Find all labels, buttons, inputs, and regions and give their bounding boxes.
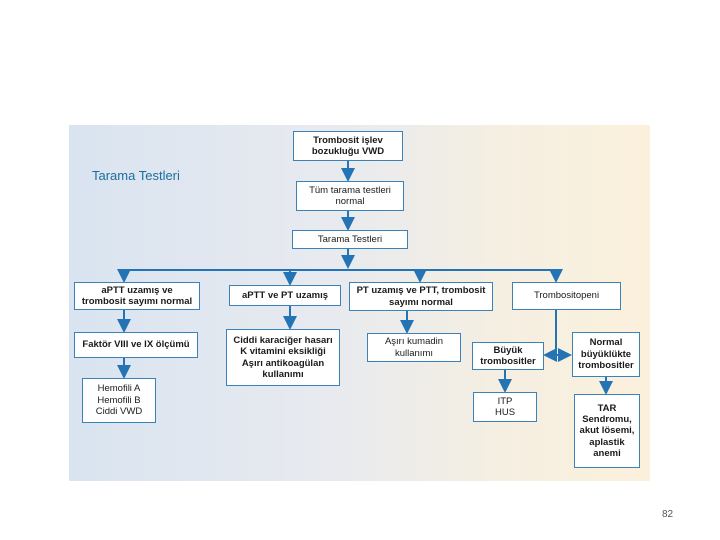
node-thrombocytopenia: Trombositopeni: [512, 282, 621, 310]
diagram-title: Tarama Testleri: [92, 168, 180, 183]
node-screening-tests: Tarama Testleri: [292, 230, 408, 249]
page-number: 82: [662, 509, 674, 520]
node-aptt-pt-prolonged: aPTT ve PT uzamış: [229, 285, 341, 306]
node-factor-measurement: Faktör VIII ve IX ölçümü: [74, 332, 198, 358]
